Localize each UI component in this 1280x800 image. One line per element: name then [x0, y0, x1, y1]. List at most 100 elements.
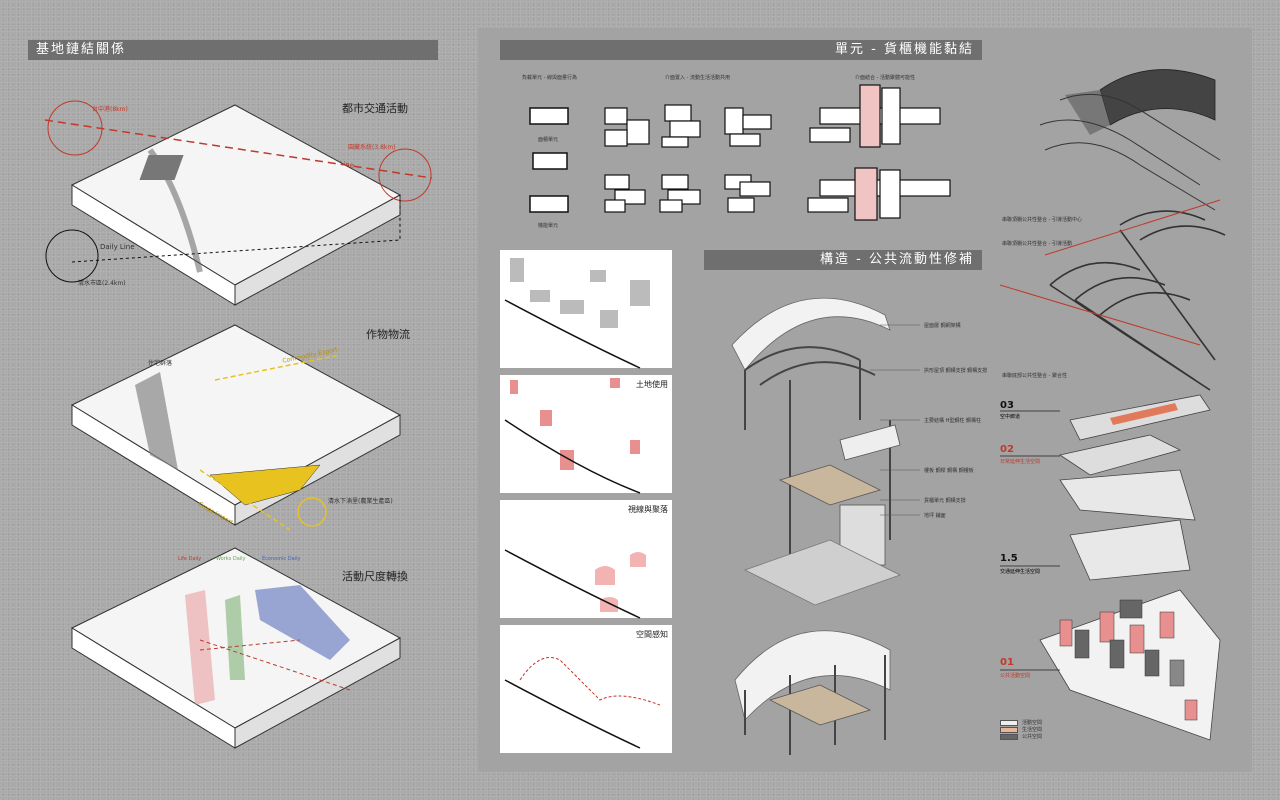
map2-curve	[504, 419, 641, 494]
block3-right-side	[234, 637, 401, 749]
taichung-label: 台中港(8km)	[92, 106, 128, 113]
block1-diagram	[44, 100, 433, 749]
struct-note-3: 主要結構 H型鋼柱 鋼構柱	[924, 418, 981, 424]
level-underlines	[1000, 410, 1060, 671]
zone-label: 園藏系統(3.8km)	[348, 144, 396, 151]
block3-flow-2	[199, 639, 301, 651]
works-daily-label: Works Daily	[216, 556, 246, 562]
roof-outline-2	[1039, 119, 1201, 186]
exploded-note-2: 串聯頂棚公共性整合 - 引導活動	[1002, 241, 1072, 247]
struct-note-2: 拱形屋頂 鋼構支撐 鋼構支撐	[924, 368, 988, 374]
map3-curve	[504, 549, 641, 619]
site-link-title: 基地鏈結關係	[28, 40, 438, 60]
block2-yellow-field	[209, 464, 321, 506]
map1-buildings	[510, 258, 650, 328]
assembled-frame	[744, 655, 886, 755]
block3-heading: 活動尺度轉換	[342, 570, 408, 583]
level-15-num: 1.5	[1000, 553, 1018, 564]
space-perception-label: 空間感知	[636, 630, 668, 639]
roof-outline-3	[1044, 142, 1216, 211]
block1-right-side	[234, 194, 401, 306]
legend-swatch-1	[1000, 720, 1018, 726]
crops-line	[199, 469, 291, 531]
map4-curve	[504, 679, 641, 749]
unit-box-2	[532, 152, 568, 170]
block2-right-side	[234, 414, 401, 526]
struct-note-4: 樓板 鋼樑 鋼構 鋼樓板	[924, 468, 974, 474]
roof-shell	[731, 297, 891, 371]
level-01-text: 公共活動空間	[1000, 673, 1031, 679]
roof-dark	[1065, 69, 1216, 135]
analysis-map-4: 空間感知	[500, 625, 672, 753]
life-daily-label: Life Daily	[178, 556, 202, 562]
struct-leaders	[870, 324, 920, 516]
cross-plan-1	[809, 84, 941, 148]
block3-red-zone	[185, 590, 215, 705]
unit-sublabel-1: 面積單元	[538, 137, 559, 143]
commodity-line	[214, 354, 341, 381]
struct-note-5: 貨櫃單元 鋼構支撐	[924, 498, 966, 504]
unit-caption-1: 負載單元 - 線與面量行為	[522, 75, 577, 81]
legend-swatch-2	[1000, 727, 1018, 733]
reservoir-label: 清水下湳里(農業生產區)	[328, 498, 393, 505]
ground-plane	[743, 539, 902, 606]
combo-row1	[604, 104, 772, 148]
block1-heading: 都市交通活動	[342, 102, 408, 115]
red-arrow-1	[1044, 199, 1221, 256]
block1-building	[139, 155, 184, 180]
block3-blue-zone	[255, 585, 350, 660]
daily-line-label: Daily Line	[100, 243, 135, 251]
container-slab	[839, 424, 901, 461]
sightline-label: 視線與聚落	[628, 505, 668, 514]
daily-line	[71, 195, 401, 263]
cross-plan-2	[807, 167, 951, 221]
map4-red-outline	[519, 657, 661, 706]
daily-circle	[45, 229, 99, 283]
unit-title: 單元 - 貨櫃機能黏結	[500, 40, 982, 60]
production-line	[44, 119, 433, 179]
block2-heading: 作物物流	[366, 328, 410, 341]
unit-box-3	[529, 195, 569, 213]
level-03-num: 03	[1000, 400, 1014, 411]
unit-caption-3: 介面結合 - 活動聚體可能性	[855, 75, 915, 81]
block2-dark-zone	[135, 372, 178, 470]
legend-label-2: 生活空間	[1022, 727, 1043, 733]
legend-swatch-3	[1000, 734, 1018, 740]
legend-label-3: 公共空間	[1022, 734, 1043, 740]
analysis-map-2: 土地使用	[500, 375, 672, 493]
assembled-roof	[734, 630, 891, 721]
ground-slab	[1039, 589, 1221, 741]
structure-title: 構造 - 公共流動性修補	[704, 250, 982, 270]
struct-note-6: 地坪 鋪面	[924, 513, 946, 519]
level-02-num: 02	[1000, 444, 1014, 455]
economic-daily-label: Economic Daily	[262, 556, 301, 562]
level-03-text: 空中廊道	[1000, 414, 1021, 420]
level-15-text: 交通延伸生活空間	[1000, 569, 1041, 575]
zone-circle	[378, 148, 432, 202]
map3-pink	[595, 552, 646, 612]
floor-plate	[778, 464, 882, 506]
plate-15	[1069, 519, 1191, 581]
block3-flow-1	[199, 639, 351, 691]
plate-02b	[1059, 469, 1196, 521]
plate-02a	[1058, 434, 1182, 476]
assembled-floor	[768, 684, 872, 726]
exploded-note-3: 串聯底部公共性整合 - 聚合性	[1002, 373, 1067, 379]
red-arrow-2	[999, 284, 1201, 346]
residential-label: 住宅群落	[148, 360, 173, 367]
unit-box-1	[529, 107, 569, 125]
reservoir-circle	[297, 497, 327, 527]
land-use-label: 土地使用	[636, 380, 668, 389]
frame-arches	[1049, 210, 1226, 391]
level-02-text: 日常延伸生活空間	[1000, 459, 1041, 465]
analysis-map-1	[500, 250, 672, 368]
unit-sublabel-2: 機能單元	[538, 223, 559, 229]
roof-outline-1	[1059, 93, 1221, 161]
exploded-note-1: 串聯頂棚公共性整合 - 引導活動中心	[1002, 217, 1082, 223]
map1-curve	[504, 299, 641, 369]
struct-note-1: 屋面層 鋼網架構	[924, 323, 961, 329]
